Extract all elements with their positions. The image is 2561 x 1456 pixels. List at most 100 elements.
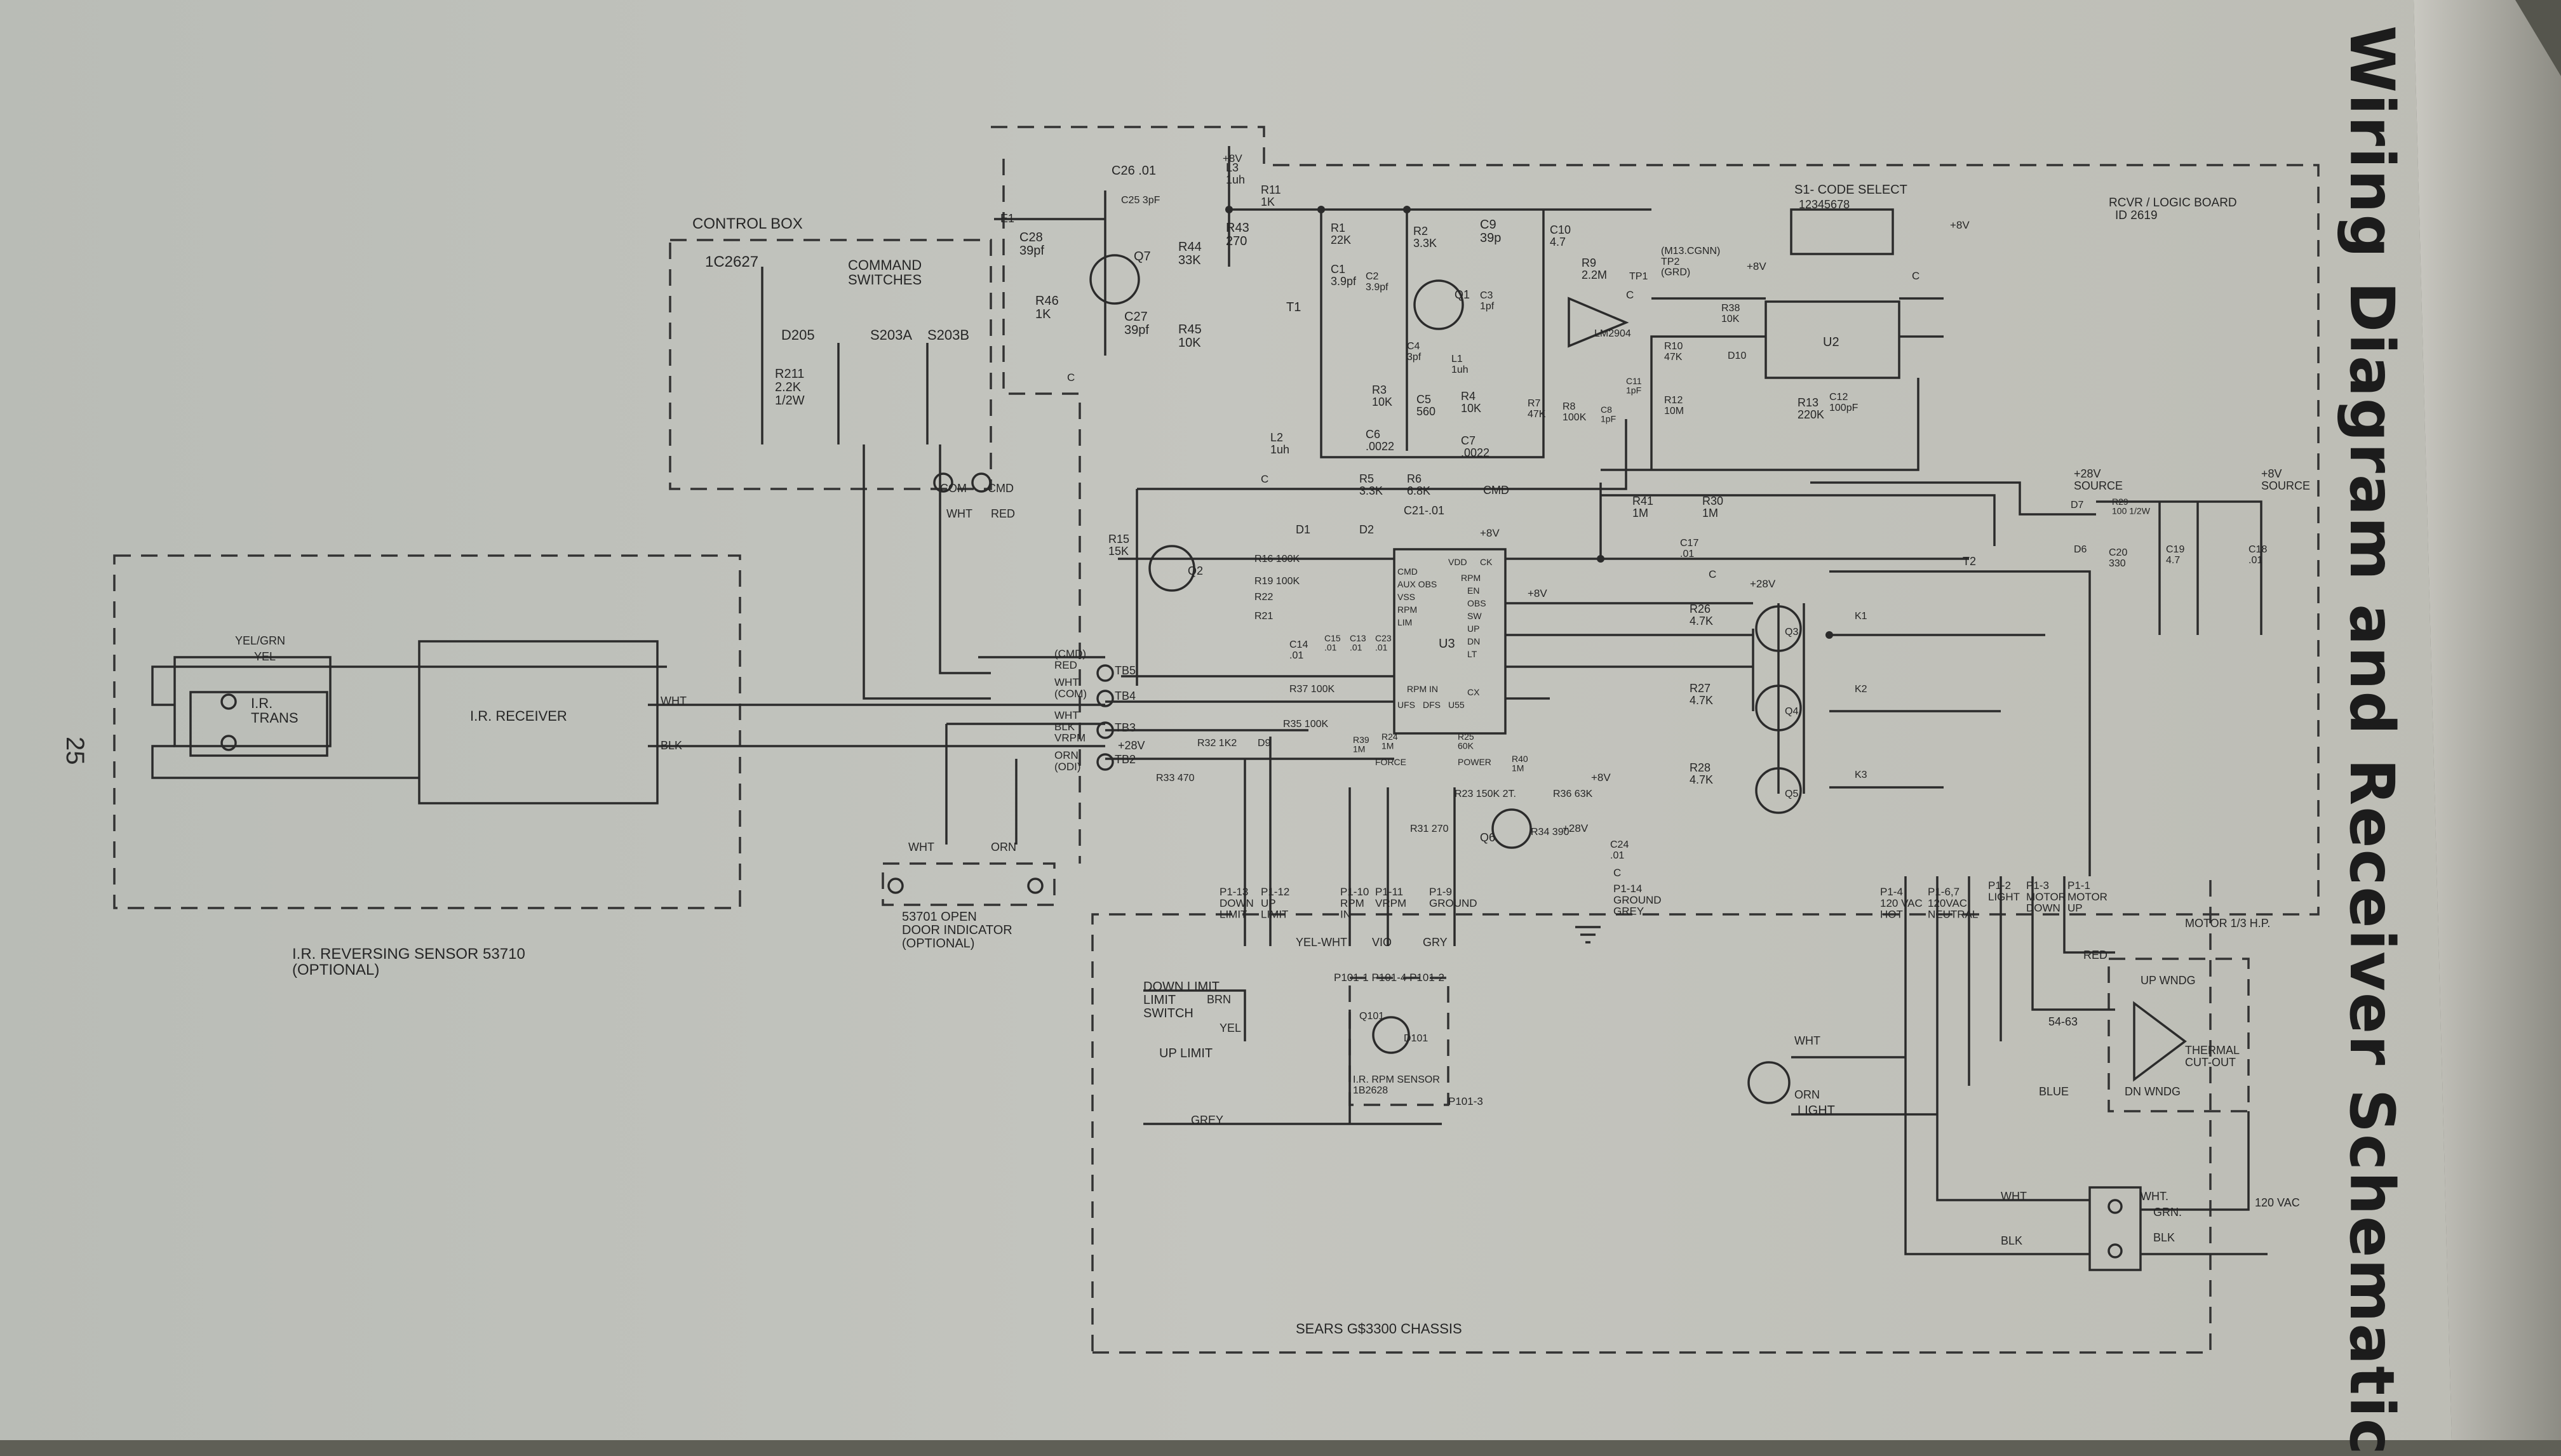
page-title: Wiring Diagram and Receiver Schematic <box>2336 25 2407 1456</box>
component-q6: Q6 <box>1480 831 1495 844</box>
label-control-box-id: 1C2627 <box>705 253 758 270</box>
label-logic-board-id: ID 2619 <box>2115 209 2158 222</box>
terminal-tb5-wire: (CMD)RED <box>1054 648 1086 671</box>
component-k2: K2 <box>1855 684 1867 695</box>
u3-pin-label: EN <box>1467 585 1479 596</box>
component-c26: C26 .01 <box>1112 164 1156 178</box>
label-up-limit: UP LIMIT <box>1159 1046 1213 1060</box>
label-up-wndg: UP WNDG <box>2141 974 2196 987</box>
control-box-outline <box>669 239 992 490</box>
component-r21: R21 <box>1254 611 1273 622</box>
rail-label: +28V <box>1563 822 1589 834</box>
q2-transistor <box>1148 545 1195 592</box>
wire-label: YEL/GRN <box>235 634 285 647</box>
light-and-ac-wiring <box>1791 1056 2268 1255</box>
terminal-tb5: TB5 <box>1115 664 1136 677</box>
u3-pin-label: RPM <box>1461 573 1481 583</box>
u3-pin-label: RPM <box>1397 604 1417 615</box>
u3-pin-label: OBS <box>1467 598 1486 608</box>
component-lm2904: LM2904 <box>1594 328 1631 339</box>
component-s203b: S203B <box>927 327 969 343</box>
rpm-sensor-outline <box>1348 977 1449 1106</box>
wire-label: YEL <box>254 650 276 663</box>
ir-sensor-wiring <box>151 665 667 779</box>
wire-label: YEL <box>1220 1022 1241 1034</box>
rail-label: +8V <box>1528 587 1547 599</box>
component-d101: D101 <box>1404 1033 1428 1044</box>
component-t2: T2 <box>1963 555 1976 568</box>
wire-label: ORN <box>991 841 1016 853</box>
wire-label: WHT. <box>2141 1190 2168 1203</box>
power-supply-wiring <box>1601 481 2262 635</box>
component-q101: Q101 <box>1359 1011 1384 1022</box>
u3-pin-label: LT <box>1467 649 1477 659</box>
u3-pin-label: CX <box>1467 687 1480 697</box>
u3-output-wiring <box>1505 483 1969 700</box>
rail-label: +8V <box>1591 771 1611 784</box>
board-inner-outline <box>1002 159 1081 864</box>
wire-label: VIO <box>1372 936 1392 949</box>
component-q7: Q7 <box>1134 250 1151 264</box>
wire-label: COM <box>940 482 967 495</box>
component-r23: R23 150K 2T. <box>1455 789 1516 799</box>
wire-label: YEL-WHT <box>1296 936 1347 949</box>
door-indicator-screw-right-icon <box>1027 878 1044 894</box>
door-indicator-outline <box>882 862 1056 906</box>
component-r19: R19 100K <box>1254 576 1300 587</box>
component-c24: C24.01 <box>1610 839 1629 861</box>
light-bulb-icon <box>1747 1061 1791 1104</box>
q3-transistor <box>1755 605 1802 652</box>
logic-board-outline <box>991 126 2320 1352</box>
decoder-wiring <box>1137 297 1944 490</box>
wire-label: CMD <box>988 482 1014 495</box>
wire-label: GRY <box>1423 936 1448 949</box>
component-u3: U3 <box>1439 637 1455 651</box>
com-screw-icon <box>933 472 953 493</box>
component-q2: Q2 <box>1188 564 1203 577</box>
bus-wiring <box>1105 489 1394 760</box>
q5-transistor <box>1755 767 1802 814</box>
component-r36: R36 63K <box>1553 789 1593 799</box>
wire-label: RED <box>2083 949 2107 961</box>
u3-pin-label: DN <box>1467 636 1480 646</box>
connector-p101: P101-1 P101-4 P101-2 <box>1334 972 1444 984</box>
label-light: LIGHT <box>1798 1104 1835 1118</box>
u3-pin-label: RPM IN <box>1407 684 1438 694</box>
rail-label: C <box>1261 473 1268 485</box>
u3-pin-label: FORCE <box>1375 757 1406 767</box>
component-t1: T1 <box>1286 300 1301 314</box>
ground-icon <box>1575 926 1601 944</box>
wire-label: BLK <box>2153 1231 2175 1244</box>
component-q4: Q4 <box>1785 706 1798 717</box>
